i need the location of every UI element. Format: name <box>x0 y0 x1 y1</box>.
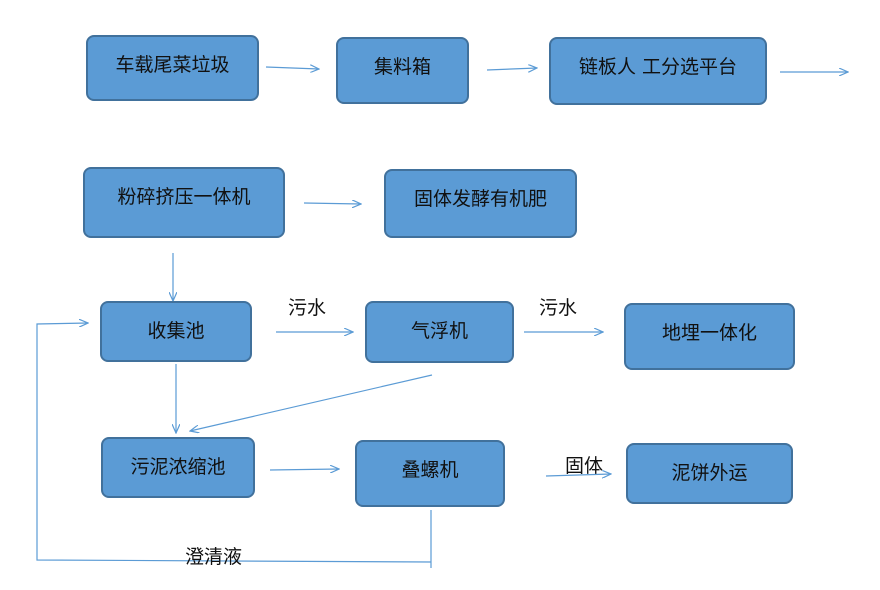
label-clarified: 澄清液 <box>185 546 243 568</box>
arrow-waste-to-bin <box>265 67 319 69</box>
label-solid: 固体 <box>565 455 604 477</box>
node-buried: 地埋一体化 <box>624 303 795 370</box>
node-sorting: 链板人 工分选平台 <box>549 37 767 105</box>
node-sludge-tank: 污泥浓缩池 <box>101 437 255 498</box>
node-flotation: 气浮机 <box>365 301 514 363</box>
node-cake: 泥饼外运 <box>626 443 793 504</box>
arrow-screwpress-to-cake <box>545 474 611 476</box>
node-bin: 集料箱 <box>336 37 469 104</box>
label-wastewater-2: 污水 <box>539 297 578 319</box>
label-wastewater-1: 污水 <box>288 297 327 319</box>
node-screw-press: 叠螺机 <box>355 440 505 507</box>
node-fertilizer: 固体发酵有机肥 <box>384 169 577 238</box>
arrow-clarified-return <box>36 323 432 568</box>
node-collection-pool: 收集池 <box>100 301 252 362</box>
arrow-flotation-to-sludge <box>190 374 433 431</box>
arrow-crusher-to-fertilizer <box>303 203 361 204</box>
arrow-bin-to-sorting <box>486 68 537 70</box>
node-waste: 车载尾菜垃圾 <box>86 35 259 101</box>
node-crusher: 粉碎挤压一体机 <box>83 167 285 238</box>
arrow-sludge-to-screwpress <box>269 469 339 470</box>
